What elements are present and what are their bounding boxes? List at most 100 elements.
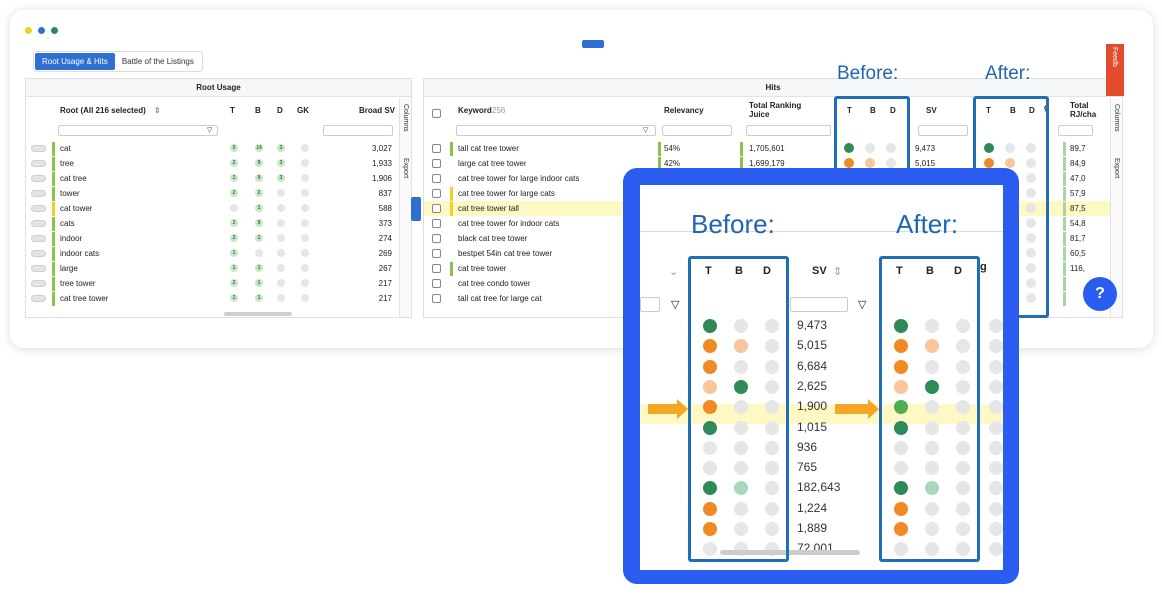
sv-filter-input[interactable] — [323, 125, 393, 136]
zoom-scrollbar[interactable] — [720, 550, 860, 555]
status-bar — [52, 172, 55, 186]
count-badge: 5 — [230, 144, 238, 152]
t-header[interactable]: T — [230, 106, 235, 115]
toggle-switch[interactable] — [31, 145, 46, 152]
toggle-switch[interactable] — [31, 220, 46, 227]
chat-support-icon[interactable]: ? — [1083, 277, 1117, 311]
toggle-switch[interactable] — [31, 160, 46, 167]
select-all-checkbox[interactable] — [432, 109, 441, 118]
d-header[interactable]: D — [277, 106, 283, 115]
root-column-header[interactable]: Root (All 216 selected) — [60, 106, 146, 115]
toggle-switch[interactable] — [31, 190, 46, 197]
zoom-after-indicator — [894, 339, 908, 354]
row-checkbox[interactable] — [432, 189, 441, 198]
root-name: indoor cats — [60, 249, 100, 258]
tab-battle-of-listings[interactable]: Battle of the Listings — [121, 57, 194, 66]
total-ranking-juice-header[interactable]: Total Ranking Juice — [749, 101, 802, 119]
t-header-after[interactable]: T — [986, 106, 991, 115]
zoom-sv-value: 2,625 — [797, 378, 828, 393]
row-checkbox[interactable] — [432, 204, 441, 213]
horizontal-scrollbar[interactable] — [224, 312, 292, 316]
sv-header[interactable]: SV — [926, 106, 937, 115]
columns-toggle[interactable]: Columns — [402, 104, 409, 132]
zoom-sv-value: 182,643 — [797, 480, 841, 495]
panel-divider-handle[interactable] — [582, 40, 604, 48]
filter-icon[interactable]: ▽ — [858, 299, 867, 311]
relevancy-filter-input[interactable] — [662, 125, 732, 136]
toggle-switch[interactable] — [31, 235, 46, 242]
zoom-before-indicator — [765, 359, 779, 374]
keyword-header[interactable]: Keyword — [458, 106, 492, 115]
row-checkbox[interactable] — [432, 279, 441, 288]
total-rj-header[interactable]: Total RJ/cha — [1070, 101, 1097, 119]
tab-root-usage-hits[interactable]: Root Usage & Hits — [35, 53, 115, 70]
minimize-dot[interactable] — [25, 27, 32, 34]
filter-icon[interactable]: ▽ — [671, 299, 680, 311]
rj-bar — [1063, 277, 1066, 291]
rj-filter-input[interactable] — [1058, 125, 1093, 136]
toggle-switch[interactable] — [31, 280, 46, 287]
toggle-switch[interactable] — [31, 265, 46, 272]
zoom-before-indicator — [734, 420, 748, 435]
close-dot[interactable] — [51, 27, 58, 34]
toggle-switch[interactable] — [31, 250, 46, 257]
filter-icon[interactable]: ▽ — [207, 127, 213, 134]
sv-filter-input[interactable] — [918, 125, 968, 136]
columns-toggle[interactable]: Columns — [1113, 104, 1120, 132]
t-header[interactable]: T — [847, 106, 852, 115]
row-checkbox[interactable] — [432, 249, 441, 258]
zoom-before-indicator — [703, 420, 717, 435]
panel-resize-handle[interactable] — [411, 197, 421, 221]
export-button[interactable]: Export — [1113, 158, 1120, 179]
rj-bar — [1063, 262, 1066, 276]
d-header[interactable]: D — [890, 106, 896, 115]
toggle-switch[interactable] — [31, 295, 46, 302]
root-filter-input[interactable] — [58, 125, 218, 136]
filter-icon[interactable]: ▽ — [643, 127, 649, 134]
sort-icon[interactable]: ⇕ — [833, 266, 843, 278]
trj-filter-input[interactable] — [746, 125, 831, 136]
row-checkbox[interactable] — [432, 159, 441, 168]
feedback-tab[interactable]: Feedb — [1106, 44, 1124, 96]
zoom-dot[interactable] — [38, 27, 45, 34]
tbd-indicator-after — [1026, 233, 1036, 243]
sort-icon[interactable]: ⇕ — [154, 106, 161, 115]
keyword-filter-input[interactable] — [456, 125, 656, 136]
relevancy-header[interactable]: Relevancy — [664, 106, 704, 115]
zoom-b-header-before: B — [735, 265, 743, 277]
rj-bar — [1063, 187, 1066, 201]
d-header-after[interactable]: D — [1029, 106, 1035, 115]
row-checkbox[interactable] — [432, 144, 441, 153]
row-checkbox[interactable] — [432, 174, 441, 183]
b-header-after[interactable]: B — [1010, 106, 1016, 115]
row-checkbox[interactable] — [432, 294, 441, 303]
export-button[interactable]: Export — [402, 158, 409, 179]
toggle-switch[interactable] — [31, 175, 46, 182]
toggle-switch[interactable] — [31, 205, 46, 212]
broad-sv-header[interactable]: Broad SV — [359, 106, 396, 115]
b-header[interactable]: B — [255, 106, 261, 115]
gk-header[interactable]: GK — [297, 106, 309, 115]
row-checkbox[interactable] — [432, 264, 441, 273]
chevron-down-icon[interactable]: ⌄ — [669, 266, 679, 278]
row-checkbox[interactable] — [432, 234, 441, 243]
zoom-sv-filter[interactable] — [790, 297, 848, 312]
b-header[interactable]: B — [870, 106, 876, 115]
zoom-filter-input[interactable] — [640, 297, 660, 312]
root-usage-panel: Root Usage Root (All 216 selected) ⇕ T B… — [25, 78, 412, 318]
row-checkbox[interactable] — [432, 219, 441, 228]
count-badge — [301, 159, 309, 167]
